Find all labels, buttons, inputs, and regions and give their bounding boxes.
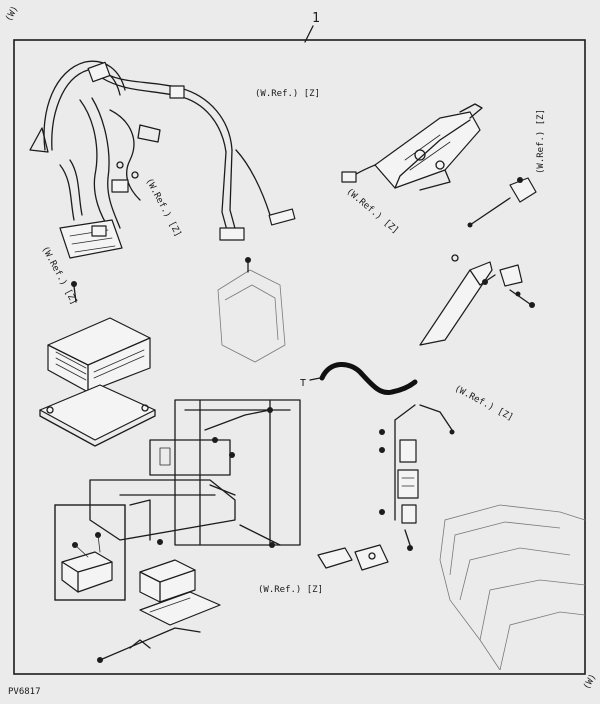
- item-number: 1: [312, 11, 320, 26]
- callout-label: (W.Ref.) [Z]: [143, 177, 182, 239]
- callout-label: (W.Ref.) [Z]: [255, 89, 320, 99]
- cable-mark: T: [300, 378, 306, 389]
- control-unit: [39, 281, 156, 447]
- detail-inset: [54, 504, 126, 601]
- wiring-harness: [29, 60, 296, 259]
- bracket-assembly: [89, 399, 301, 548]
- diagram-frame: [13, 39, 586, 675]
- margin-mark-top-left: (W): [4, 4, 21, 23]
- callout-label: (W.Ref.) [Z]: [536, 109, 546, 174]
- control-lever-assembly: [341, 103, 483, 191]
- operator-station-outline: [439, 504, 586, 671]
- cable: T: [300, 362, 418, 396]
- callout-label: (W.Ref.) [Z]: [453, 384, 515, 423]
- harness-connector-stack: [379, 404, 455, 551]
- clamp-bracket: [217, 257, 286, 363]
- pedal-pads: [317, 544, 389, 571]
- margin-mark-bottom-right: (W): [582, 672, 599, 691]
- figure-id: PV6817: [8, 687, 41, 697]
- pedal-bracket: [419, 254, 535, 346]
- callout-label: (W.Ref.) [Z]: [344, 187, 400, 236]
- sensor-switch: [467, 177, 537, 228]
- callout-label: (W.Ref.) [Z]: [258, 585, 323, 595]
- relay-module: [97, 559, 221, 663]
